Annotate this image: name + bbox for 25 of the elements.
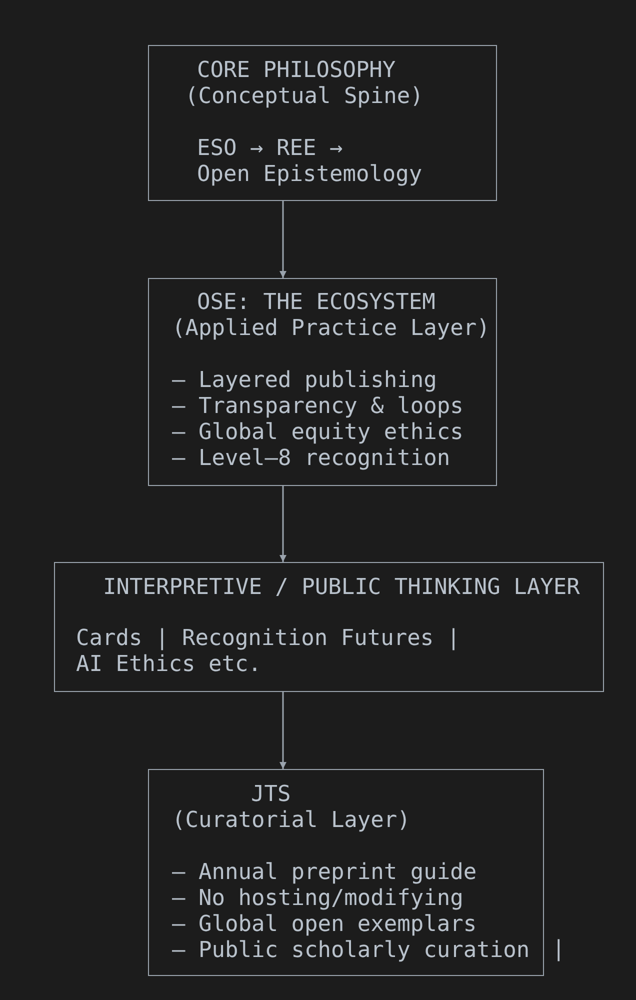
box-subheading: (Applied Practice Layer) (172, 316, 490, 342)
box-heading: INTERPRETIVE / PUBLIC THINKING LAYER (103, 575, 580, 601)
arrow (280, 201, 286, 278)
box-heading: JTS (251, 782, 291, 808)
box-text: – Annual preprint guide (172, 860, 477, 886)
box-subheading: Cards | Recognition Futures | AI Ethics etc. (76, 626, 460, 678)
stray-mark: | (552, 937, 566, 963)
box-subheading: (Curatorial Layer) (172, 808, 410, 834)
box-subheading: (Conceptual Spine) (185, 84, 424, 110)
box-text: – Transparency & loops (172, 394, 464, 420)
box-text: – Layered publishing (172, 368, 437, 394)
box-text: – Global open exemplars (172, 912, 477, 938)
box-text: – Global equity ethics (172, 420, 464, 446)
text-box (148, 278, 497, 486)
box-heading: OSE: THE ECOSYSTEM (197, 290, 436, 316)
text-box (148, 45, 497, 201)
box-text: – Public scholarly curation (172, 938, 530, 964)
arrow (280, 692, 286, 769)
text-box (54, 562, 604, 692)
box-text: ESO → REE → Open Epistemology (197, 136, 422, 188)
box-text: – Level–8 recognition (172, 446, 450, 472)
box-text: – No hosting/modifying (172, 886, 464, 912)
box-heading: CORE PHILOSOPHY (197, 58, 396, 84)
text-box (148, 769, 544, 976)
arrow (280, 486, 286, 562)
